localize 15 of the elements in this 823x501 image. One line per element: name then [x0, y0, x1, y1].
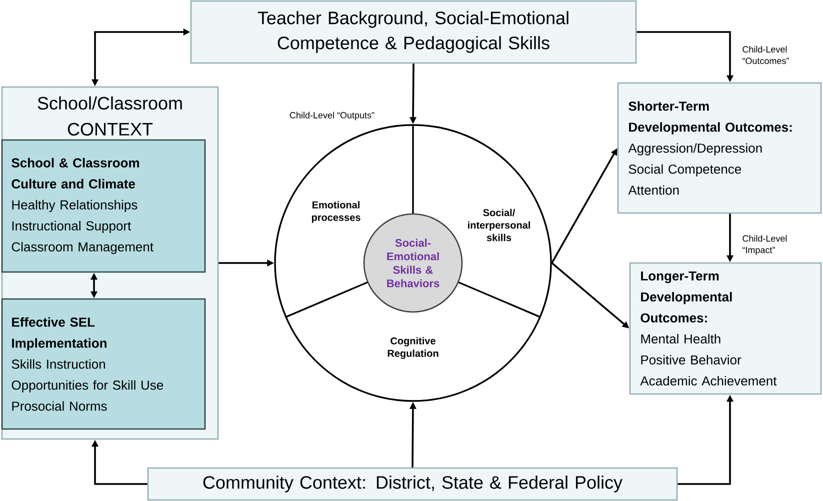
list-box: Effective SEL Implementation Skills Instruction Opportunities for Skill Use Prosocial Norms — [1, 298, 206, 430]
box-heading: School/Classroom CONTEXT — [38, 96, 182, 136]
sector-label: Social/ interpersonal skills — [468, 208, 530, 242]
edge-label: Child-Level “Outputs” — [290, 112, 374, 120]
edge-label: Child-Level “Impact” — [742, 235, 787, 255]
circle-diagram — [274, 124, 552, 402]
list-box: Shorter-Term Developmental Outcomes: Aggression/Depression Social Competence Attention — [617, 82, 822, 214]
list-box: School & Classroom Culture and Climate Healthy Relationships Instructional Support Classroom Management — [1, 139, 206, 273]
sector-label: Cognitive Regulation — [388, 337, 438, 359]
text-box: Community Context: District, State & Federal Policy — [147, 467, 678, 501]
text-box: Teacher Background, Social-Emotional Competence & Pedagogical Skills — [190, 0, 637, 64]
group-box — [1, 86, 219, 440]
edge-label: Child-Level “Outcomes” — [742, 46, 789, 64]
list-box: Longer-Term Developmental Outcomes: Mental Health Positive Behavior Academic Achievement — [629, 262, 822, 395]
sector-label: Emotional processes — [312, 201, 360, 223]
